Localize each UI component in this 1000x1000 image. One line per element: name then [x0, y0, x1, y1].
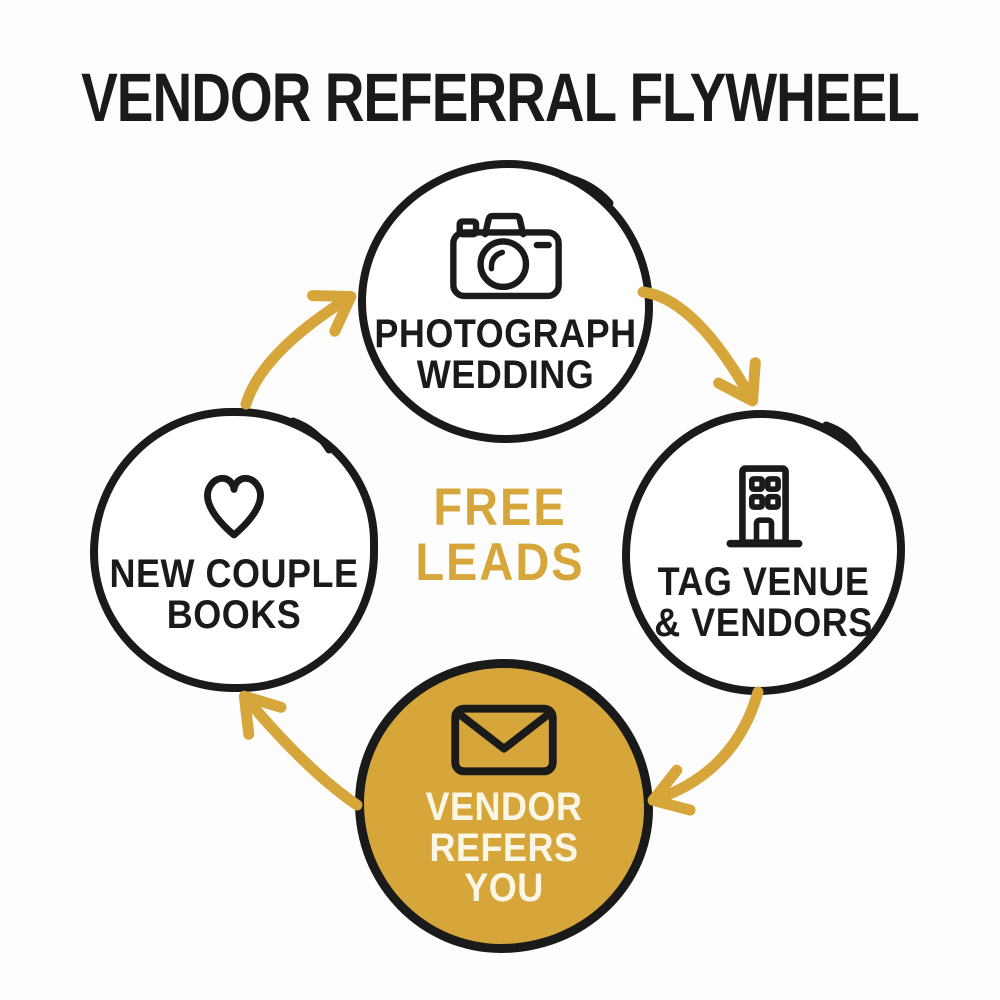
node-label-line: & VENDORS	[654, 599, 873, 645]
center-label-line2: LEADS	[415, 531, 585, 592]
node-label-line: VENDOR	[425, 783, 583, 829]
camera-icon	[447, 208, 565, 304]
node-label-line: NEW COUPLE	[109, 551, 359, 597]
center-label: FREE LEADS	[0, 476, 1000, 591]
node-label-line: WEDDING	[416, 351, 595, 397]
arrow-top-to-right	[637, 286, 761, 407]
node-label-line: REFERS	[429, 824, 579, 870]
node-label-line: PHOTOGRAPH	[374, 310, 637, 356]
arrow-left-to-top	[240, 290, 357, 410]
node-tag-venue-vendors: TAG VENUE & VENDORS	[622, 410, 905, 695]
node-label-line: YOU	[464, 865, 544, 911]
node-label-line: BOOKS	[166, 591, 302, 637]
building-icon	[717, 462, 811, 552]
node-label-line: TAG VENUE	[657, 558, 870, 604]
envelope-icon	[450, 703, 558, 777]
arrow-right-to-bottom	[647, 686, 764, 816]
node-photograph-wedding: PHOTOGRAPH WEDDING	[358, 160, 653, 443]
node-new-couple-books: NEW COUPLE BOOKS	[90, 408, 378, 692]
page-title-text: VENDOR REFERRAL FLYWHEEL	[81, 59, 920, 137]
heart-icon	[191, 464, 277, 544]
center-label-line1: FREE	[433, 476, 567, 537]
page-title: VENDOR REFERRAL FLYWHEEL	[0, 58, 1000, 136]
node-vendor-refers-you: VENDOR REFERS YOU	[355, 659, 653, 953]
arrow-bottom-to-left	[238, 690, 363, 811]
